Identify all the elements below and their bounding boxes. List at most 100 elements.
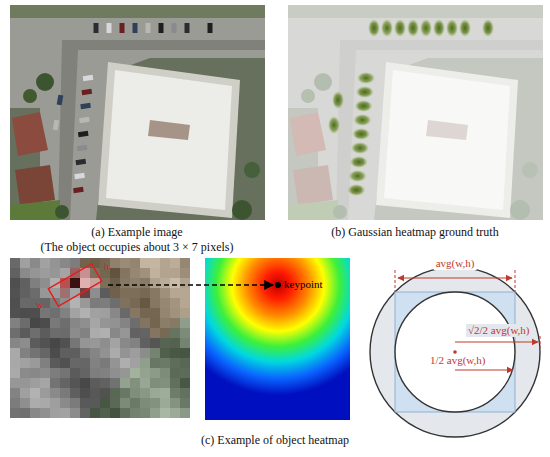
pixel — [100, 358, 110, 368]
pixel — [50, 268, 60, 278]
heat-blob — [357, 72, 375, 84]
pixel — [20, 388, 30, 398]
pixel — [160, 388, 170, 398]
pixel — [100, 298, 110, 308]
heat-blob — [328, 116, 340, 134]
pixel — [50, 308, 60, 318]
pixel — [140, 298, 150, 308]
heat-blob — [356, 86, 374, 98]
pixel — [120, 278, 130, 288]
pixel — [150, 258, 160, 268]
pixel — [130, 338, 140, 348]
pixel — [30, 258, 40, 268]
pixel — [140, 328, 150, 338]
pixel — [170, 268, 180, 278]
heat-blob — [350, 156, 368, 168]
pixel — [60, 318, 70, 328]
pixel — [50, 328, 60, 338]
pixel — [120, 408, 130, 418]
pixel — [100, 308, 110, 318]
pixel — [80, 358, 90, 368]
pixel — [40, 278, 50, 288]
pixel — [110, 298, 120, 308]
pixel — [20, 408, 30, 418]
pixel — [80, 278, 90, 288]
pixel — [40, 388, 50, 398]
example-image — [10, 5, 265, 220]
pixel — [160, 318, 170, 328]
pixel — [40, 318, 50, 328]
pixel — [40, 258, 50, 268]
pixel — [130, 328, 140, 338]
pixel — [180, 318, 190, 328]
pixel — [170, 308, 180, 318]
pixel — [20, 318, 30, 328]
pixel — [50, 368, 60, 378]
pixel — [20, 288, 30, 298]
pixel — [130, 408, 140, 418]
pixel — [130, 288, 140, 298]
pixel — [20, 258, 30, 268]
pixel — [130, 308, 140, 318]
pixel — [90, 338, 100, 348]
pixel — [130, 348, 140, 358]
pixel — [100, 348, 110, 358]
pixel — [100, 368, 110, 378]
pixel — [150, 348, 160, 358]
pixel — [120, 338, 130, 348]
pixel — [80, 318, 90, 328]
pixel — [90, 288, 100, 298]
pixel — [140, 348, 150, 358]
keypoint-label: keypoint — [284, 278, 323, 291]
pixel — [90, 318, 100, 328]
pixel — [20, 358, 30, 368]
pixel — [150, 318, 160, 328]
pixel — [120, 368, 130, 378]
pixel — [140, 398, 150, 408]
pixel — [150, 368, 160, 378]
dimension-label: h — [104, 261, 109, 273]
pixel — [150, 378, 160, 388]
pixel — [110, 348, 120, 358]
pixel — [60, 398, 70, 408]
pixel — [70, 258, 80, 268]
heat-blob — [351, 142, 369, 154]
pixel — [10, 398, 20, 408]
pixel — [30, 328, 40, 338]
subfigure-caption: (The object occupies about 3 × 7 pixels) — [40, 241, 233, 255]
heat-blob — [332, 91, 344, 109]
pixel — [120, 308, 130, 318]
pixel — [100, 398, 110, 408]
pixel — [140, 368, 150, 378]
dashed-arrow — [108, 284, 273, 285]
pixel — [20, 398, 30, 408]
pixel — [110, 278, 120, 288]
pixel — [110, 258, 120, 268]
pixel — [40, 408, 50, 418]
pixel — [150, 308, 160, 318]
pixel — [50, 408, 60, 418]
pixel — [40, 378, 50, 388]
pixel — [180, 268, 190, 278]
pixel — [110, 268, 120, 278]
pixel — [10, 298, 20, 308]
pixel — [160, 368, 170, 378]
pixel — [10, 288, 20, 298]
pixel — [20, 378, 30, 388]
pixel — [60, 368, 70, 378]
pixel — [70, 408, 80, 418]
pixel — [130, 258, 140, 268]
pixel — [110, 288, 120, 298]
object-box — [48, 264, 101, 306]
pixel — [20, 268, 30, 278]
pixel — [170, 368, 180, 378]
pixel — [100, 288, 110, 298]
pixel — [100, 328, 110, 338]
pixel — [170, 288, 180, 298]
pixel — [160, 408, 170, 418]
pixel — [80, 368, 90, 378]
pixel — [80, 298, 90, 308]
pixel — [130, 358, 140, 368]
pixel — [160, 258, 170, 268]
